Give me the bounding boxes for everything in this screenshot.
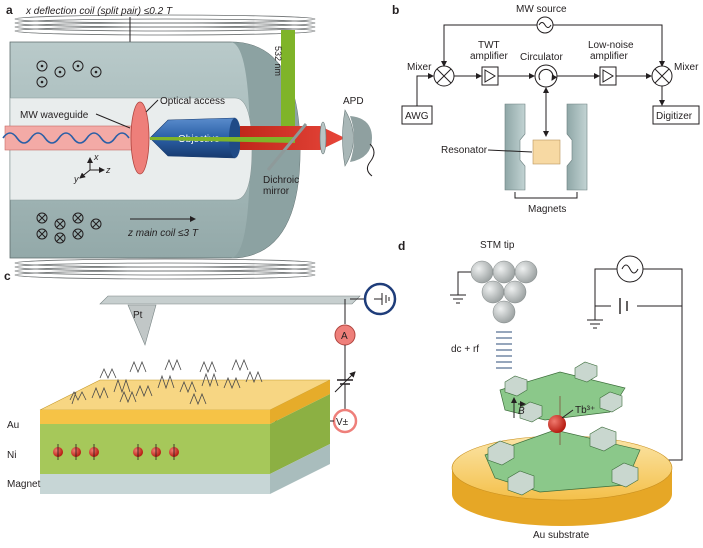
resonator <box>532 139 561 165</box>
tunneling-signal <box>496 331 512 369</box>
circuit-ground <box>587 306 603 329</box>
mixer-right-label: Mixer <box>674 62 699 73</box>
panel-c: c Pt A V± <box>4 269 397 494</box>
x-coil-label: x deflection coil (split pair) ≤0.2 T <box>25 6 173 17</box>
axis-x-label: x <box>93 152 99 162</box>
mixer-left-label: Mixer <box>407 62 432 73</box>
panel-c-label: c <box>4 269 11 283</box>
dichroic-mirror <box>266 123 308 171</box>
panel-b-label: b <box>392 3 399 17</box>
stm-ground <box>450 271 471 304</box>
axis-y-label: y <box>73 174 79 184</box>
dc-battery <box>619 298 628 314</box>
apd-detector <box>342 109 354 167</box>
tb-ion-label: Tb³⁺ <box>575 405 595 416</box>
tb-ion <box>548 415 566 433</box>
ni-label: Ni <box>7 450 16 461</box>
au-substrate-label: Au substrate <box>533 530 590 541</box>
pt-tip <box>127 304 157 346</box>
x-coil-top <box>14 14 316 36</box>
axis-z-label: z <box>105 165 111 175</box>
panel-d: d STM tip dc + rf Au substrate <box>398 239 683 541</box>
stm-tip-atoms <box>470 260 538 324</box>
stm-tip-label: STM tip <box>480 240 515 251</box>
optical-access-label: Optical access <box>160 96 225 107</box>
digitizer-box <box>652 105 700 125</box>
magnet-label: Magnet <box>7 479 41 490</box>
ammeter-label: A <box>341 331 348 342</box>
mixer-right <box>651 65 673 87</box>
apd-label: APD <box>343 96 364 107</box>
b-field-label: B <box>518 406 525 417</box>
green-laser-horizontal <box>150 137 295 143</box>
optical-access-flange <box>130 101 150 175</box>
mixer-left <box>433 65 455 87</box>
chiral-molecules <box>69 358 263 406</box>
au-label: Au <box>7 420 19 431</box>
axis-triad <box>79 157 105 179</box>
mw-source-label: MW source <box>516 4 567 15</box>
dc-rf-label: dc + rf <box>451 344 479 355</box>
panel-a-label: a <box>6 3 13 17</box>
cantilever <box>99 295 361 305</box>
z-coil-label: z main coil ≤3 T <box>127 228 199 239</box>
ni-spins <box>53 444 179 460</box>
mw-wave <box>2 132 130 144</box>
circulator-label: Circulator <box>520 52 563 63</box>
resonator-label: Resonator <box>441 145 488 156</box>
awg-label: AWG <box>405 111 429 122</box>
panel-a: a x deflection coil (split pair) ≤0.2 T … <box>2 3 375 280</box>
au-layer <box>40 410 270 424</box>
wavelength-label: 532 nm <box>273 46 283 76</box>
green-laser-vertical <box>281 30 295 135</box>
phthalocyanine-bottom <box>484 426 641 496</box>
mw-waveguide-label: MW waveguide <box>20 110 89 121</box>
pt-tip-label: Pt <box>133 310 143 321</box>
circulator <box>534 64 558 88</box>
phthalocyanine-top <box>499 361 626 423</box>
magnet-left <box>504 103 526 191</box>
focusing-lens <box>319 121 327 155</box>
field-in-symbols <box>36 212 102 244</box>
magnets-label: Magnets <box>528 204 566 215</box>
x-coil-bottom <box>14 258 316 280</box>
panel-d-label: d <box>398 239 405 253</box>
apd-cable <box>366 143 375 177</box>
field-out-symbols <box>36 60 102 88</box>
mw-waveguide <box>4 125 136 151</box>
voltage-label: V± <box>336 417 349 428</box>
digitizer-label: Digitizer <box>656 111 693 122</box>
magnet-layer <box>40 474 270 494</box>
magnet-right <box>566 103 588 191</box>
